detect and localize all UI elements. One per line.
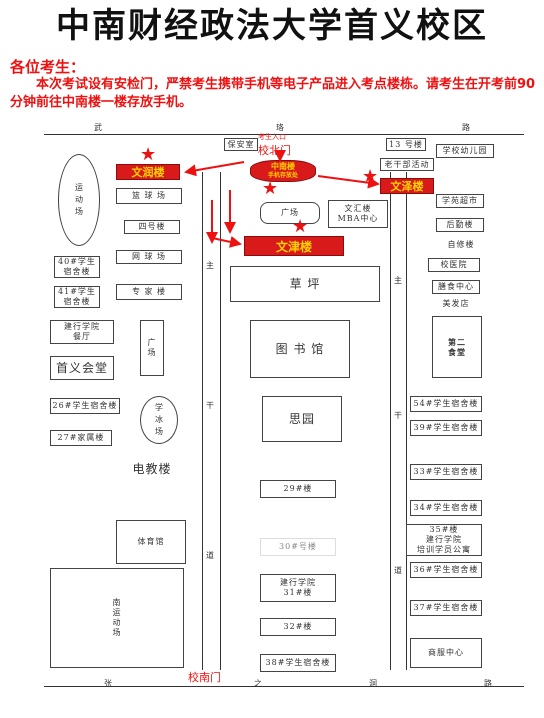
- jianhang-canteen: 建行学院 餐厅: [50, 320, 114, 344]
- west-road-char-1: 主: [206, 261, 214, 270]
- north-road-line: [44, 134, 524, 135]
- expert-building: 专 家 楼: [116, 284, 182, 300]
- notice-body: 本次考试设有安检门，严禁考生携带手机等电子产品进入考点楼栋。请考生在开考前90分…: [10, 77, 536, 110]
- lawn: 草 坪: [230, 266, 380, 302]
- arrow-to-wenze: [317, 175, 380, 189]
- zhongnan-label: 中南楼: [271, 162, 295, 171]
- school-hospital: 校医院: [428, 258, 480, 272]
- kindergarten: 学校幼儿园: [436, 144, 494, 158]
- food-center: 膳食中心: [432, 280, 480, 294]
- commerce-center: 商服中心: [410, 638, 482, 668]
- arrow-to-wenrun: [184, 161, 245, 177]
- west-road-char-2: 干: [206, 401, 214, 410]
- east-road-char-3: 道: [394, 566, 402, 575]
- west-main-road-left: [202, 172, 203, 670]
- north-road-char-2: 珞: [276, 123, 284, 132]
- wenze-building: 文泽楼: [380, 178, 434, 194]
- ziqin-building: 自修楼: [438, 238, 484, 252]
- north-road-char-1: 武: [94, 123, 102, 132]
- north-road-char-3: 路: [462, 123, 470, 132]
- building-29: 29#楼: [260, 480, 336, 498]
- west-road-char-3: 道: [206, 551, 214, 560]
- dorm-34: 34#学生宿舍楼: [410, 500, 482, 516]
- jianhang-31: 建行学院 31#楼: [260, 574, 336, 602]
- route-arrows: [184, 150, 380, 248]
- siyuan: 思园: [262, 396, 342, 442]
- north-square: 广场: [260, 202, 320, 224]
- dorm-37: 37#学生宿舍楼: [410, 600, 482, 616]
- dorm-38: 38#学生宿舍楼: [260, 654, 336, 672]
- basketball-court: 篮 球 场: [116, 188, 182, 204]
- barber: 美发店: [432, 298, 480, 310]
- south-road-char-4: 路: [484, 679, 492, 688]
- gym: 体育馆: [116, 520, 186, 564]
- shouyi-hall: 首义会堂: [50, 356, 114, 380]
- canteen-2: 第二 食堂: [432, 316, 482, 378]
- wenrun-building: 文润楼: [116, 164, 180, 180]
- wenjin-building: 文津楼: [244, 236, 344, 256]
- library: 图 书 馆: [250, 320, 350, 378]
- family-27: 27#家属楼: [50, 430, 112, 446]
- playground: 运 动 场: [58, 154, 100, 246]
- skating-rink: 学 冰 场: [140, 396, 178, 444]
- page-title: 中南财经政法大学首义校区: [56, 6, 488, 46]
- dorm-39: 39#学生宿舍楼: [410, 420, 482, 436]
- south-road-char-2: 之: [254, 679, 262, 688]
- dorm-33: 33#学生宿舍楼: [410, 464, 482, 480]
- old-cadre-center: 老干部活动: [380, 158, 434, 171]
- east-road-char-2: 干: [394, 411, 402, 420]
- south-gate-label: 校南门: [188, 671, 221, 684]
- dorm-54: 54#学生宿舍楼: [410, 396, 482, 412]
- dianjiao-building: 电教楼: [114, 460, 190, 478]
- wenhui-mba: 文汇楼 MBA中心: [328, 200, 388, 228]
- building-32: 32#楼: [260, 618, 336, 636]
- dorm-26: 26#学生宿舍楼: [50, 398, 120, 414]
- guard-room: 保安室: [224, 138, 258, 151]
- building-35: 35#楼 建行学院 培训学员公寓: [406, 524, 482, 556]
- arrow-to-wenjin: [211, 236, 242, 248]
- zhongnan-building: 中南楼 手机存放处: [250, 160, 316, 182]
- dorm-40: 40#学生 宿舍楼: [54, 256, 100, 278]
- south-road-line: [44, 686, 524, 687]
- west-square: 广 场: [140, 320, 164, 376]
- building-13: 13 号楼: [386, 138, 426, 151]
- tennis-court: 网 球 场: [116, 250, 182, 264]
- star-marker-wenjin: ★: [292, 216, 309, 237]
- west-main-road-right: [220, 172, 221, 670]
- campus-map: 武 珞 路 张 之 洞 路 主 干 道 主 干 道 考生入口 校北门 校南门 保…: [44, 120, 524, 700]
- star-marker-wenrun: ★: [140, 144, 157, 165]
- dorm-36: 36#学生宿舍楼: [410, 562, 482, 578]
- south-road-char-1: 张: [104, 679, 112, 688]
- south-road-char-3: 洞: [369, 679, 377, 688]
- east-road-char-1: 主: [394, 276, 402, 285]
- building-4: 四号楼: [124, 220, 180, 234]
- south-field: 南 运 动 场: [50, 568, 184, 668]
- east-main-road-right: [406, 172, 407, 670]
- north-gate-note: 考生入口: [258, 133, 286, 141]
- notice-heading: 各位考生：: [10, 58, 86, 76]
- building-30: 30#号楼: [260, 538, 336, 556]
- xueyuan-market: 学苑超市: [436, 194, 484, 208]
- dorm-41: 41#学生 宿舍楼: [54, 286, 100, 308]
- east-main-road-left: [390, 172, 391, 670]
- star-marker-zhongnan: ★: [262, 178, 279, 199]
- zhongnan-note: 手机存放处: [267, 172, 298, 179]
- logistics-building: 后勤楼: [436, 218, 484, 232]
